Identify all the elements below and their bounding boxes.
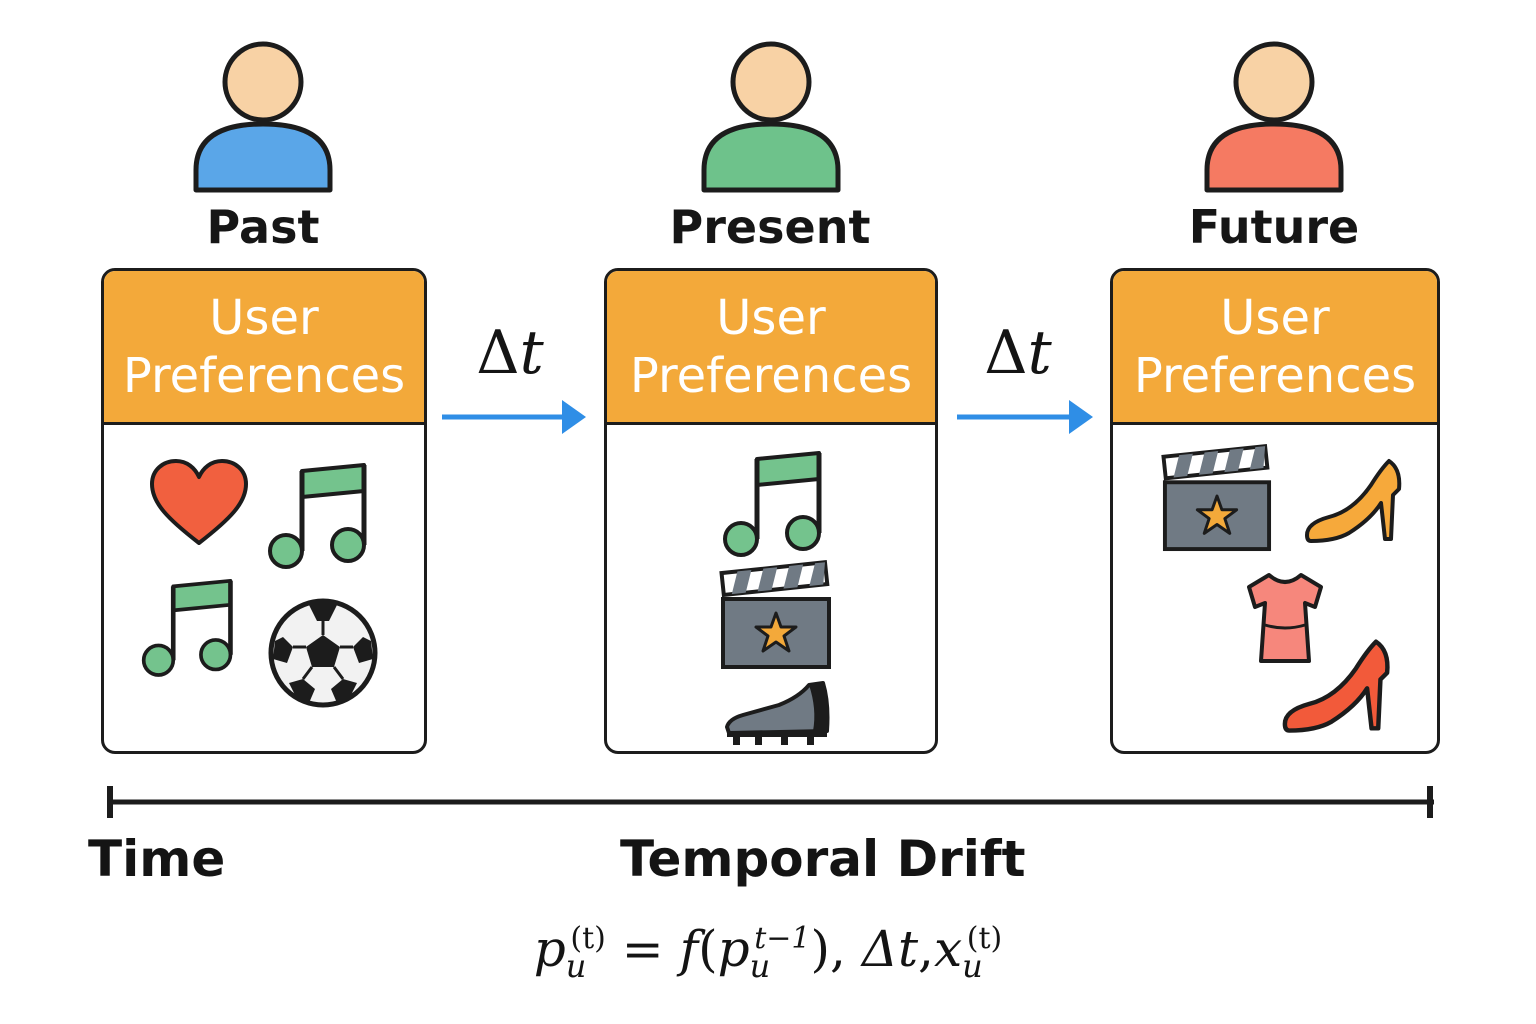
user-avatar-past [193,41,333,193]
formula-comma: , [830,920,846,978]
formula-close-paren: ) [810,920,831,978]
time-label: Time [88,830,226,888]
formula-p-prev: p [717,920,750,978]
high-heel-icon [1305,459,1402,543]
stage-label-future: Future [1188,200,1360,254]
formula-comma: , [918,920,934,978]
transition-arrow-1 [442,400,586,434]
card-header-line1: User [716,289,826,346]
preferences-card-future: User Preferences [1110,268,1440,754]
card-header-line1: User [1220,289,1330,346]
music-note-icon [141,579,233,677]
heart-icon [150,459,248,545]
delta-t-label-2: Δt [958,318,1078,388]
movie-clapperboard-icon [1161,443,1272,552]
formula-sub-u: u [749,947,771,985]
card-body-past [104,425,424,751]
formula-sup-t: (t) [570,921,606,957]
preferences-card-present: User Preferences [604,268,938,754]
dress-icon [1247,573,1323,663]
card-header-line2: Preferences [1133,347,1417,404]
stage-label-past: Past [206,200,320,254]
card-header-line1: User [209,289,319,346]
card-header-line2: Preferences [122,347,406,404]
card-header-present: User Preferences [607,271,935,425]
update-formula: pu(t) = f(put−1), Δt,xu(t) [0,920,1536,985]
formula-x: x [933,920,963,978]
formula-open-paren: ( [698,920,718,978]
stage-label-present: Present [669,200,871,254]
formula-sup-prev: t−1 [754,921,811,957]
formula-sub-u: u [565,947,587,985]
transition-arrow-2 [957,400,1093,434]
music-note-icon [723,451,822,557]
temporal-drift-label: Temporal Drift [620,830,1026,888]
formula-delta-t: Δt [861,920,919,978]
card-body-present [607,425,935,751]
movie-clapperboard-icon [719,560,831,669]
formula-p: p [533,920,566,978]
sneaker-icon [725,681,830,745]
user-avatar-future [1204,41,1344,193]
formula-sub-u: u [962,947,983,985]
card-header-future: User Preferences [1113,271,1437,425]
delta-variable: t [1027,318,1052,388]
card-header-line2: Preferences [629,347,913,404]
formula-equals: = [621,920,664,978]
formula-f: f [679,920,699,978]
formula-sup-t: (t) [966,921,1003,957]
soccer-ball-icon [268,598,378,708]
user-avatar-present [701,41,841,193]
card-header-past: User Preferences [104,271,424,425]
high-heel-icon [1282,639,1390,733]
delta-symbol: Δ [984,318,1028,388]
delta-t-label-1: Δt [450,318,570,388]
music-note-icon [268,463,367,569]
preferences-card-past: User Preferences [101,268,427,754]
delta-variable: t [519,318,544,388]
card-body-future [1113,425,1437,751]
timeline-axis [107,786,1434,818]
delta-symbol: Δ [476,318,520,388]
